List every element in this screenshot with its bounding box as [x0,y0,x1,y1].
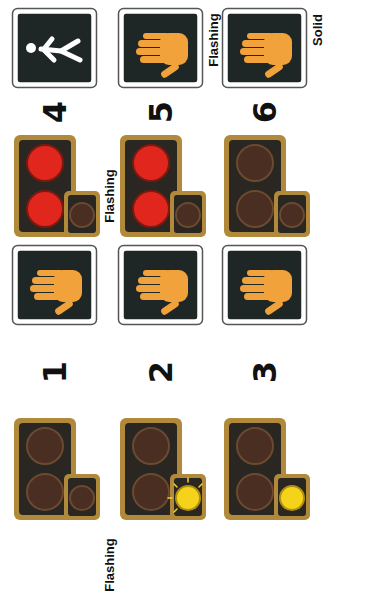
traffic-light [14,135,100,237]
state-note: Flashing [103,538,116,591]
traffic-light [14,418,100,520]
callout-number: 6 [249,101,281,123]
traffic-light [224,418,310,520]
hand-signal [119,246,203,325]
hand-signal [13,246,97,325]
state-note: Flashing [103,169,116,222]
callout-number: 3 [249,361,281,383]
callout-number: 4 [39,101,71,123]
traffic-light [120,135,206,237]
callout-number: 1 [39,361,71,383]
callout-number: 2 [145,361,177,383]
callout-number: 5 [145,101,177,123]
hand-signal [119,9,203,88]
traffic-light [120,418,206,520]
walk-signal [13,9,97,88]
hand-signal [223,246,307,325]
state-note: Solid [311,14,324,46]
traffic-light [224,135,310,237]
state-note: Flashing [207,13,220,66]
hand-signal [223,9,307,88]
